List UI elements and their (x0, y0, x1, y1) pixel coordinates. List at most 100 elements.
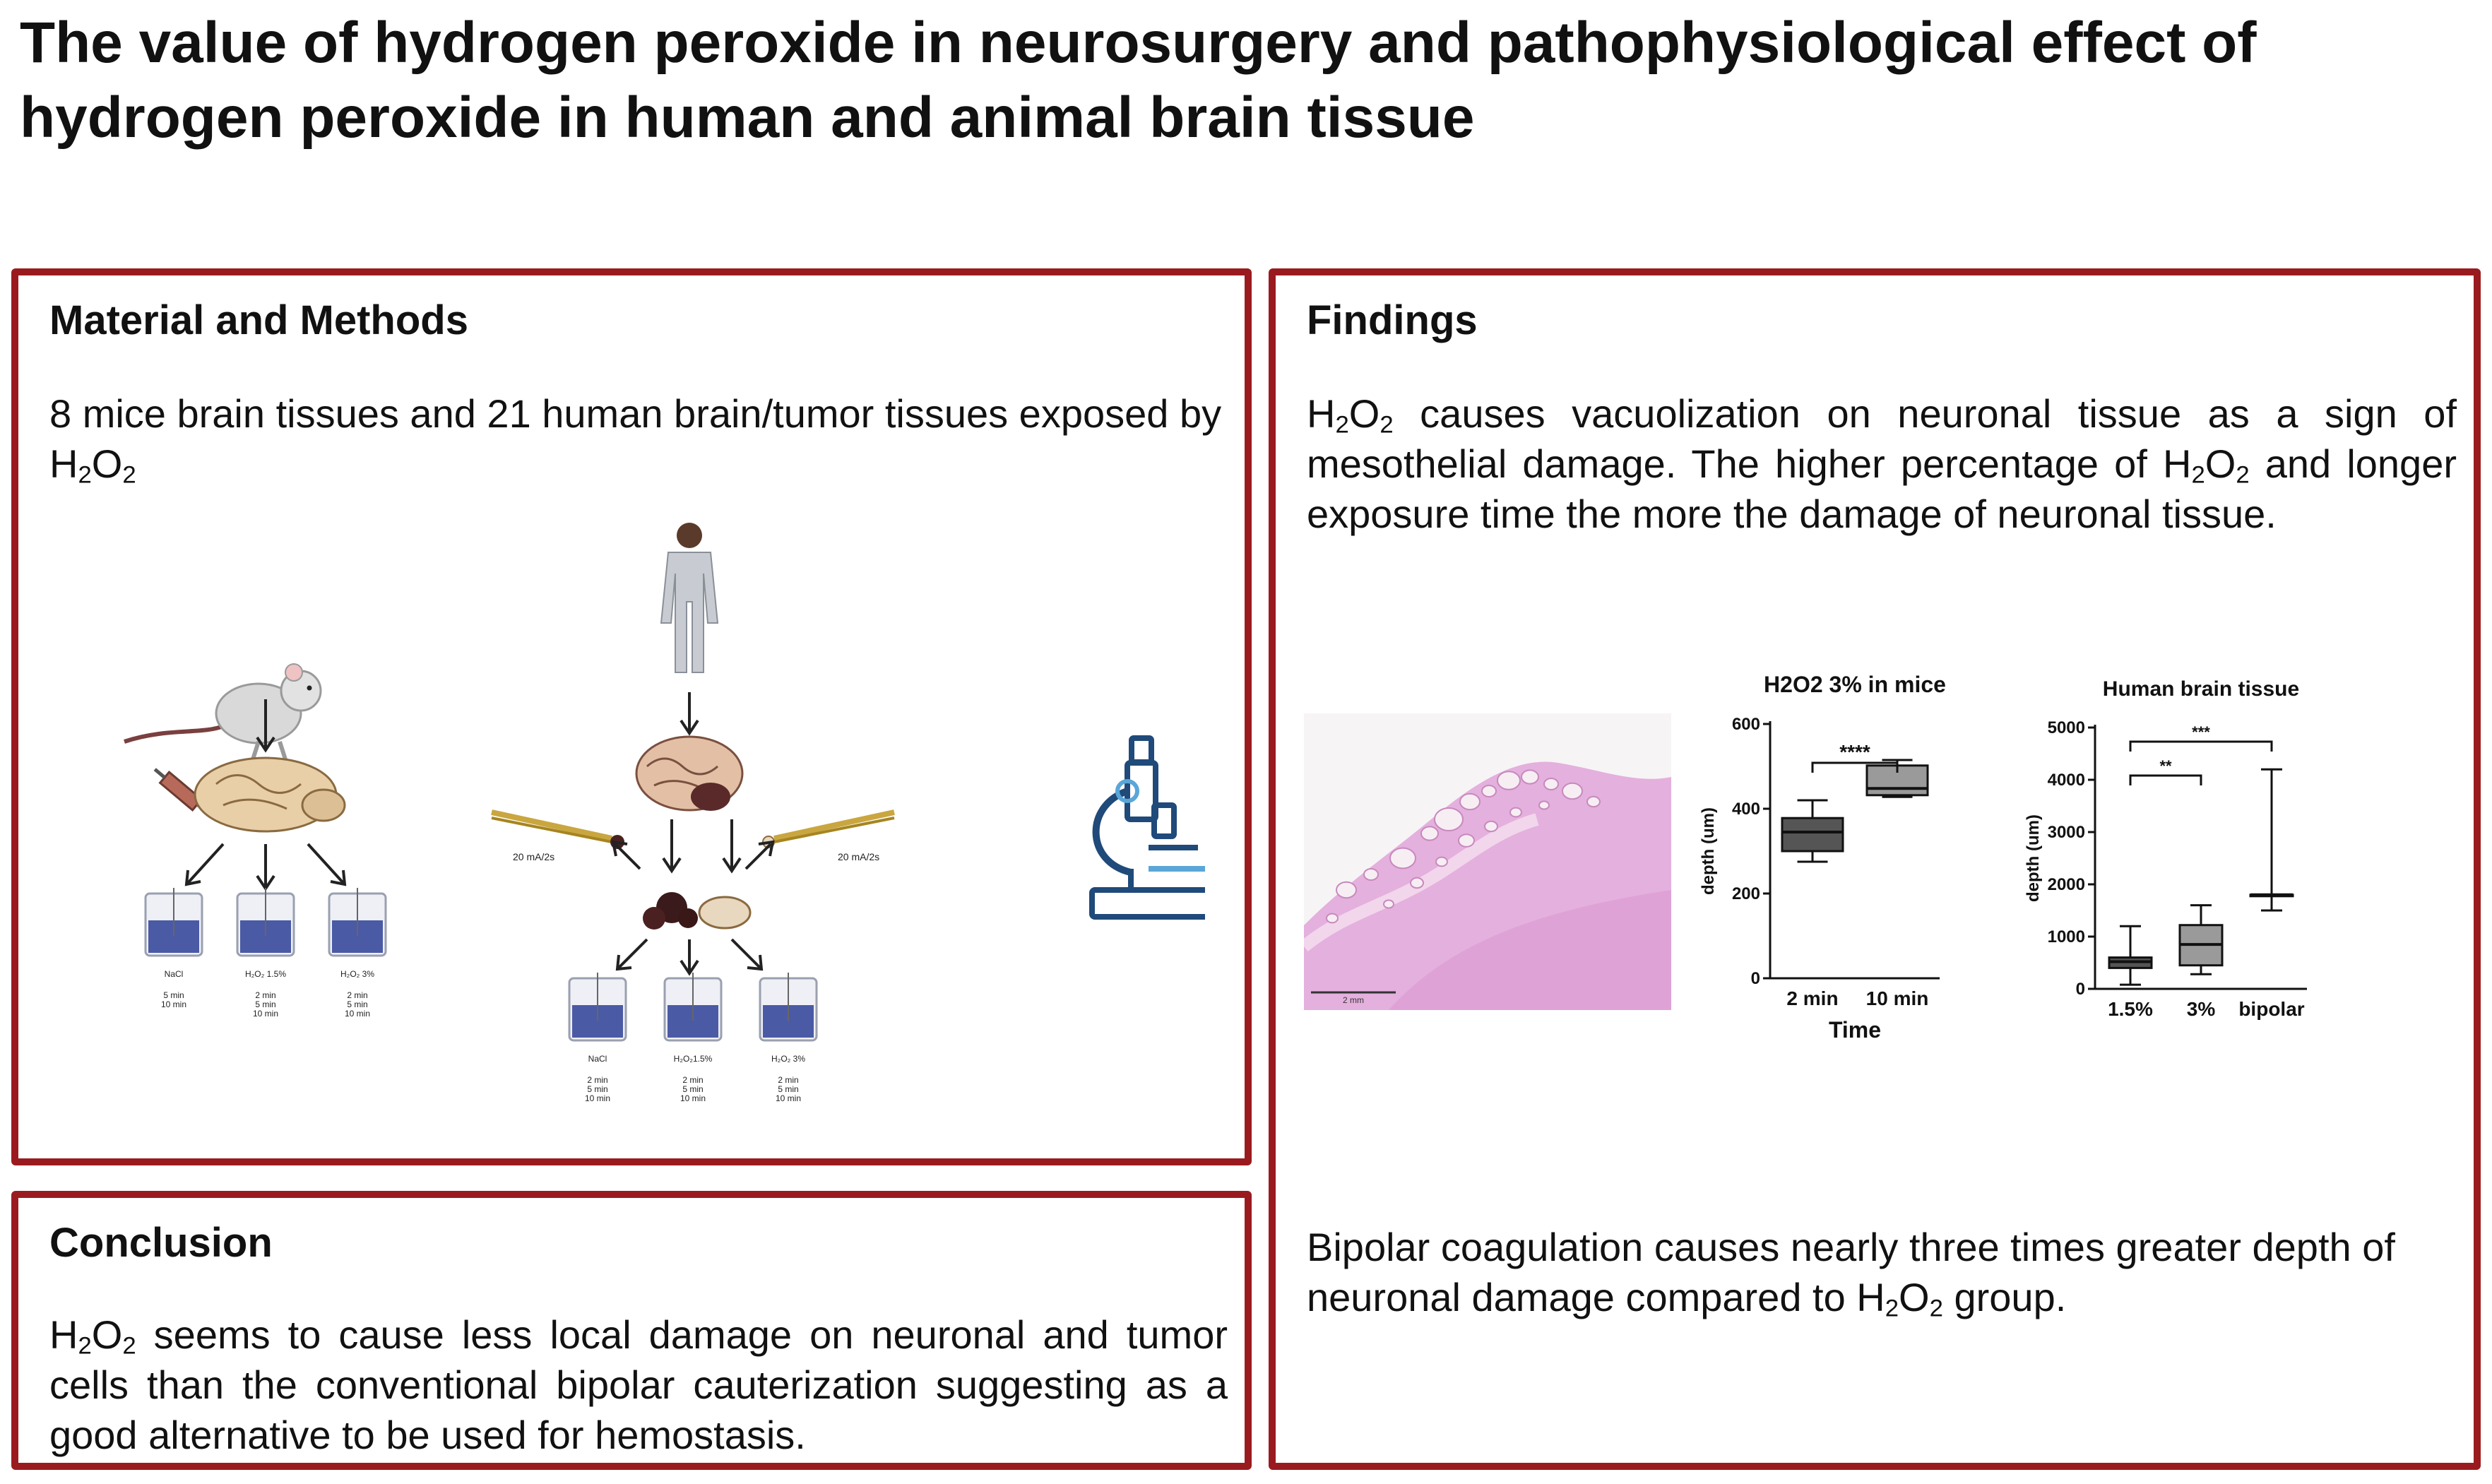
y-axis-label: depth (um) (1699, 807, 1718, 895)
f1-sub-1: 2 (1335, 411, 1349, 439)
vacuole (1562, 782, 1583, 800)
beaker-time: 10 min (776, 1093, 801, 1103)
conclusion-o: O (91, 1312, 123, 1357)
chart-human: Human brain tissue010002000300040005000d… (2024, 677, 2307, 1020)
f1-sub-2: 2 (1380, 411, 1394, 439)
methods-sub-2: 2 (122, 461, 136, 489)
f1-sub-3: 2 (2191, 461, 2205, 489)
human-brain-icon (635, 735, 744, 812)
beaker-time: 5 min (682, 1084, 703, 1094)
beaker-time: 2 min (347, 990, 367, 1000)
significance-bracket (2129, 774, 2202, 785)
y-tick-label: 4000 (2048, 771, 2085, 790)
vacuole (1434, 807, 1464, 831)
beaker-time: 10 min (345, 1009, 370, 1019)
y-tick-label: 200 (1732, 884, 1760, 903)
x-tick-label: 2 min (1786, 987, 1838, 1009)
vacuole (1326, 913, 1339, 924)
poster-title: The value of hydrogen peroxide in neuros… (20, 11, 2257, 150)
methods-text-main: 8 mice brain tissues and 21 human brain/… (49, 391, 1222, 486)
f1-o: O (1348, 391, 1380, 436)
chart-title: Human brain tissue (2103, 677, 2299, 701)
tumor-tissue-icon (643, 892, 752, 930)
beaker-label: H₂O₂ 1.5% (245, 969, 286, 979)
microscope-icon (1089, 735, 1205, 920)
beaker-label: NaCl (165, 969, 184, 979)
histology-scale-label: 2 mm (1343, 995, 1364, 1005)
f2-text-1: Bipolar coagulation causes nearly three … (1307, 1225, 2395, 1319)
bipolar-left-icon (491, 809, 624, 849)
mouse-icon (124, 663, 322, 760)
box (1781, 817, 1844, 853)
y-tick-label: 1000 (2048, 927, 2085, 946)
f2-sub-2: 2 (1929, 1295, 1943, 1322)
histology-image: 2 mm (1304, 713, 1671, 1010)
y-tick-label: 0 (2076, 980, 2085, 999)
human-icon (660, 523, 719, 673)
vacuole (1459, 793, 1481, 811)
findings-heading: Findings (1307, 297, 1478, 343)
vacuole (1383, 899, 1394, 909)
beaker-time: 10 min (161, 999, 186, 1009)
vacuole (1363, 868, 1379, 881)
f1-h: H (1307, 391, 1336, 436)
significance-bracket (1811, 761, 1899, 773)
methods-sub-1: 2 (78, 461, 92, 489)
beaker-label: NaCl (588, 1054, 607, 1064)
beaker-label: H₂O₂ 3% (771, 1054, 805, 1064)
beaker-time: 5 min (163, 990, 184, 1000)
methods-text-o: O (91, 441, 123, 486)
vacuole (1484, 820, 1498, 833)
conclusion-heading: Conclusion (49, 1220, 273, 1266)
beaker-time: 10 min (253, 1009, 278, 1019)
vacuole (1389, 847, 1416, 869)
methods-heading: Material and Methods (49, 297, 468, 343)
conclusion-text: H2O2 seems to cause less local damage on… (49, 1310, 1228, 1460)
f2-text-2: group. (1942, 1275, 2067, 1319)
significance-label: *** (2192, 723, 2210, 741)
conclusion-text-main: seems to cause less local damage on neur… (49, 1312, 1228, 1457)
x-tick-label: 1.5% (2108, 998, 2153, 1020)
x-tick-label: bipolar (2238, 998, 2304, 1020)
y-tick-label: 3000 (2048, 823, 2085, 842)
findings-panel: Findings H2O2 causes vacuolization on ne… (1269, 268, 2481, 1470)
y-axis-label: depth (um) (2024, 814, 2043, 902)
vacuole (1458, 833, 1475, 848)
vacuole (1521, 769, 1539, 785)
vacuole (1586, 795, 1601, 808)
f1-text-2: and longer exposure time the more the da… (1307, 441, 2457, 536)
y-tick-label: 0 (1751, 969, 1760, 988)
significance-bracket (2129, 740, 2273, 752)
beaker-time: 10 min (680, 1093, 706, 1103)
significance-label: **** (1839, 741, 1870, 763)
vacuoles (1326, 769, 1601, 924)
y-tick-label: 5000 (2048, 718, 2085, 737)
y-tick-label: 400 (1732, 800, 1760, 819)
vacuole (1543, 778, 1559, 790)
significance-label: ** (2159, 757, 2172, 775)
conclusion-panel: Conclusion H2O2 seems to cause less loca… (11, 1191, 1252, 1470)
f1-o-2: O (2205, 441, 2236, 486)
mouse-brain-icon (194, 756, 346, 833)
conclusion-h: H (49, 1312, 78, 1357)
beaker-time: 2 min (255, 990, 275, 1000)
beaker-time: 5 min (347, 999, 367, 1009)
vacuole (1336, 881, 1357, 899)
findings-paragraph-1: H2O2 causes vacuolization on neuronal ti… (1307, 388, 2457, 539)
vacuole (1481, 785, 1497, 797)
chart-title: H2O2 3% in mice (1764, 672, 1946, 697)
bipolar-right-icon (762, 809, 895, 848)
bipolar-left-label: 20 mA/2s (513, 851, 554, 862)
vacuole (1410, 877, 1424, 889)
conclusion-sub-1: 2 (78, 1332, 92, 1360)
methods-text: 8 mice brain tissues and 21 human brain/… (49, 388, 1228, 489)
bipolar-right-label: 20 mA/2s (838, 851, 879, 862)
f1-text-1: causes vacuolization on neuronal tissue … (1307, 391, 2457, 486)
beaker-time: 5 min (255, 999, 275, 1009)
vacuole (1538, 800, 1550, 810)
beaker-time: 10 min (585, 1093, 610, 1103)
